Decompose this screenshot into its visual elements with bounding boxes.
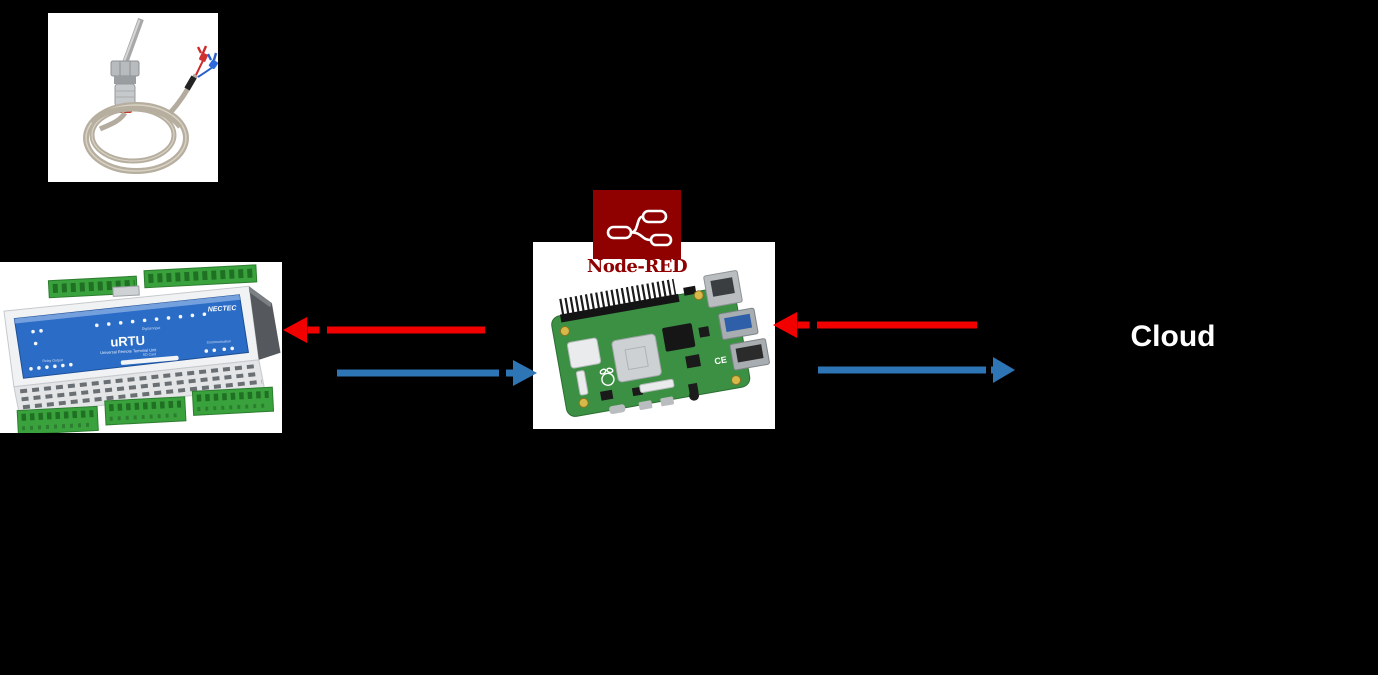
thermocouple-sensor-icon — [48, 13, 218, 182]
raspberry-pi-icon: CE — [533, 242, 775, 429]
urtu-device-icon: Digital Input uRTU Universal Remote Term… — [0, 262, 282, 433]
urtu-title: uRTU — [110, 333, 145, 350]
arrow-pi-to-urtu — [283, 317, 485, 343]
thermocouple-sensor-image — [48, 13, 218, 182]
usb-connector — [112, 285, 140, 297]
end-cap — [248, 286, 281, 360]
audio-jack — [689, 390, 700, 401]
display-connector — [639, 378, 675, 394]
micro-hdmi-port — [660, 396, 675, 407]
arrow-pi-to-cloud — [818, 357, 1015, 383]
arrow-cloud-to-pi — [773, 312, 977, 338]
wifi-shield — [566, 337, 602, 369]
urtu-device-image: Digital Input uRTU Universal Remote Term… — [0, 262, 282, 433]
node-red-icon — [593, 190, 681, 259]
top-terminal-strip — [143, 264, 258, 289]
relay-output-label: Relay Output — [42, 358, 63, 363]
node-red-flow-glyph — [606, 209, 673, 247]
gpio-pins — [559, 278, 677, 316]
bottom-terminal-blocks — [16, 386, 275, 433]
raspberry-pi-image: CE — [533, 242, 775, 429]
digital-input-label: Digital Input — [142, 326, 161, 331]
probe-rod — [122, 17, 144, 65]
sd-card-label: SD Card — [143, 352, 157, 357]
communication-label: Communication — [207, 339, 232, 344]
node-red-logo — [593, 190, 681, 259]
ce-mark: CE — [714, 354, 728, 366]
camera-connector — [575, 370, 589, 396]
sd-card-slot — [120, 355, 179, 365]
hex-fitting — [110, 60, 140, 77]
micro-hdmi-port — [638, 400, 653, 411]
nectec-brand: NECTEC — [208, 305, 238, 314]
urtu-subtitle: Universal Remote Terminal Unit — [100, 347, 157, 355]
soc-chip — [611, 333, 662, 383]
ram-chip — [662, 323, 696, 352]
led-indicators — [29, 312, 234, 371]
usb-c-power — [609, 404, 626, 415]
cloud-label: Cloud — [1130, 320, 1216, 353]
raspberry-logo — [599, 367, 615, 387]
node-red-label: Node-RED — [586, 256, 688, 277]
mounting-holes — [559, 290, 742, 408]
arrow-urtu-to-pi — [337, 360, 537, 386]
